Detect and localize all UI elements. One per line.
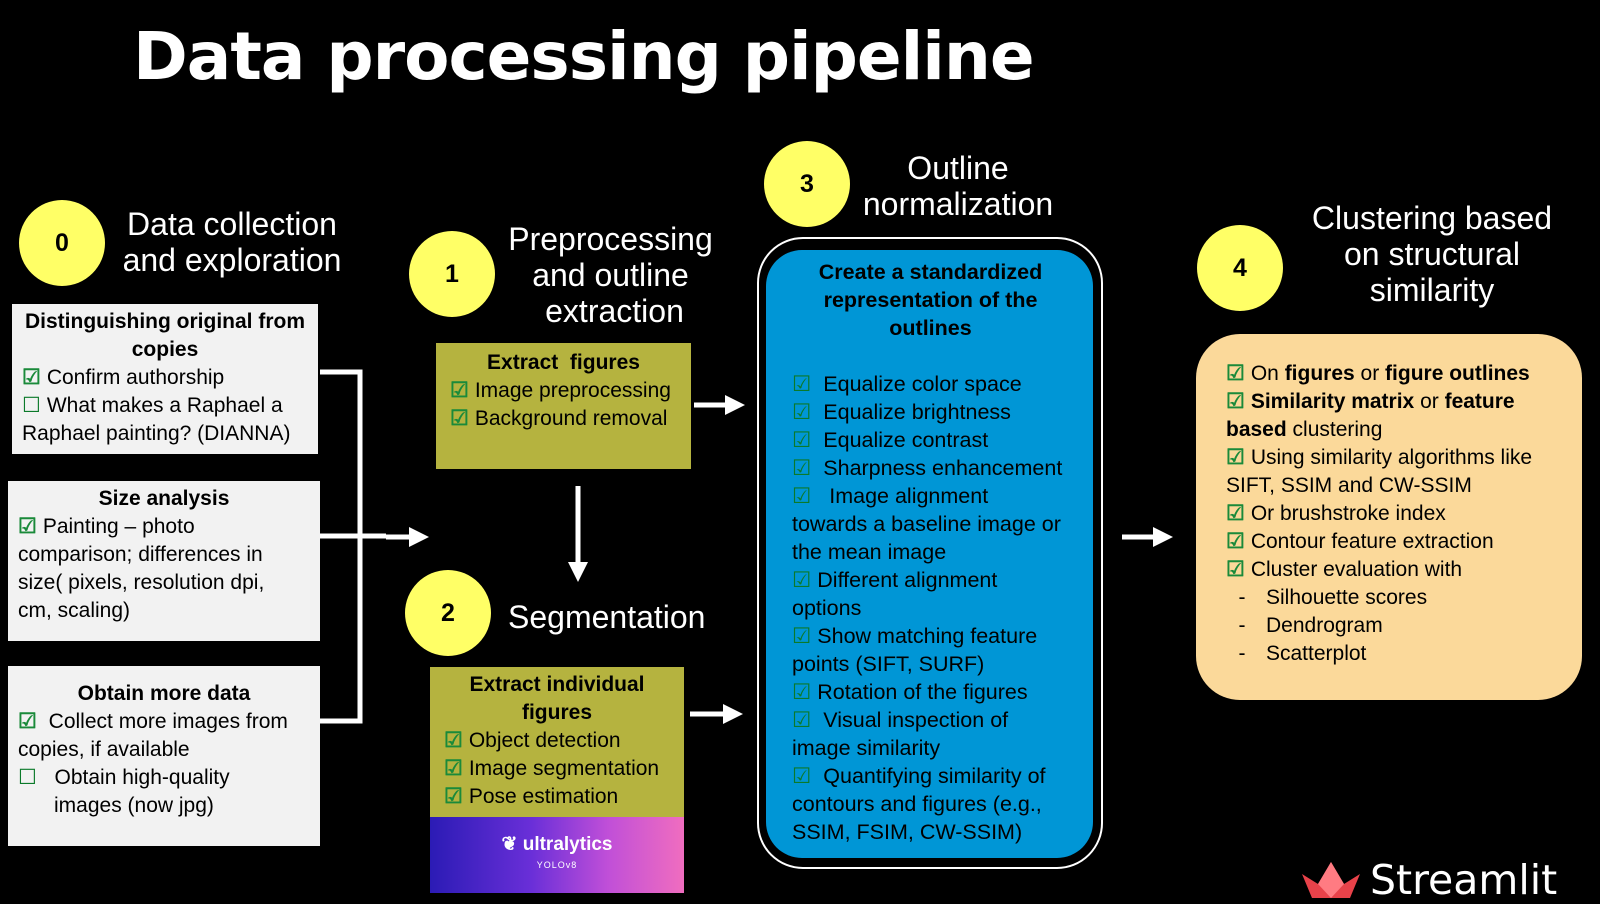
list-item: contours and figures (e.g.,: [792, 792, 1042, 816]
list-item: ☑Background removal: [450, 407, 668, 430]
box-title: Obtain more data: [77, 682, 251, 705]
list-subitem: -Scatterplot: [1238, 642, 1367, 665]
box-extract-figures: Extract figures ☑Image preprocessing ☑Ba…: [436, 343, 691, 469]
list-item: SIFT, SSIM and CW-SSIM: [1226, 474, 1472, 497]
list-item: ☑Cluster evaluation with: [1226, 558, 1463, 581]
list-item: cm, scaling): [18, 599, 131, 622]
list-item: ☑ Equalize color space: [792, 372, 1022, 396]
list-item: ☑ Visual inspection of: [792, 708, 1009, 732]
list-item: ☑ Collect more images from: [18, 710, 288, 733]
box-title: Size analysis: [98, 487, 230, 510]
list-item: size( pixels, resolution dpi,: [18, 571, 265, 594]
step-0-heading: Data collection and exploration: [122, 206, 342, 278]
list-item: copies, if available: [18, 738, 190, 761]
box-standardized-representation: Create a standardized representation of …: [766, 250, 1093, 858]
step-3-heading: Outline normalization: [862, 150, 1054, 222]
list-item: ☑ Sharpness enhancement: [792, 456, 1063, 480]
list-item: comparison; differences in: [18, 543, 263, 566]
list-item: ☑Using similarity algorithms like: [1226, 446, 1533, 469]
list-item: points (SIFT, SURF): [792, 652, 985, 676]
ultralytics-logo-icon: ❦: [501, 834, 523, 855]
page-title: Data processing pipeline: [133, 18, 1035, 95]
list-item: ☑Pose estimation: [444, 785, 619, 808]
list-item: ☐What makes a Raphael a: [22, 394, 283, 417]
list-item: ☑ Equalize contrast: [792, 428, 989, 452]
list-item: ☑Contour feature extraction: [1226, 530, 1494, 553]
step-0-badge: 0: [19, 200, 105, 286]
list-subitem: -Silhouette scores: [1238, 586, 1428, 609]
list-subitem: -Dendrogram: [1238, 614, 1383, 637]
streamlit-brand: Streamlit: [1370, 856, 1558, 904]
box-title: Extract figures: [487, 351, 640, 374]
streamlit-logo-icon: [1302, 862, 1360, 898]
list-item: ☑Painting – photo: [18, 515, 195, 538]
list-item: the mean image: [792, 540, 947, 564]
list-item: ☑Show matching feature: [792, 624, 1038, 648]
box-obtain-more-data: Obtain more data ☑ Collect more images f…: [8, 666, 320, 846]
step-4-badge: 4: [1197, 225, 1283, 311]
list-item: ☑On figures or figure outlines: [1226, 362, 1530, 385]
list-item: based clustering: [1226, 418, 1383, 441]
ultralytics-logo: ❦ ultralytics YOLOv8: [430, 817, 684, 893]
list-item: ☑ Equalize brightness: [792, 400, 1011, 424]
list-item: SSIM, FSIM, CW-SSIM): [792, 820, 1023, 844]
list-item: ☑Image preprocessing: [450, 379, 671, 402]
list-item: images (now jpg): [54, 794, 214, 817]
box-3-outline: [757, 237, 1103, 869]
step-2-badge: 2: [405, 570, 491, 656]
list-item: ☑Object detection: [444, 729, 621, 752]
list-item: ☑Different alignment: [792, 568, 998, 592]
step-1-badge: 1: [409, 231, 495, 317]
list-item: ☑Confirm authorship: [22, 366, 225, 389]
box-extract-individual-figures: Extract individual figures ☑Object detec…: [430, 667, 684, 817]
box-title: Extract individual figures: [469, 673, 645, 724]
list-item: ☑Or brushstroke index: [1226, 502, 1446, 525]
bracket-connector: [320, 369, 363, 724]
box-size-analysis: Size analysis ☑Painting – photo comparis…: [8, 481, 320, 641]
list-item: ☑Rotation of the figures: [792, 680, 1028, 704]
list-item: ☑ Image alignment: [792, 484, 989, 508]
box-title: Create a standardized representation of …: [818, 260, 1043, 340]
list-item: ☑Similarity matrix or feature: [1226, 390, 1515, 413]
list-item: ☐ Obtain high-quality: [18, 766, 230, 789]
step-2-heading: Segmentation: [508, 599, 706, 635]
box-clustering: ☑On figures or figure outlines ☑Similari…: [1196, 334, 1582, 700]
list-item: Raphael painting? (DIANNA): [22, 422, 291, 445]
step-1-heading: Preprocessing and outline extraction: [508, 221, 713, 329]
box-distinguishing-original: Distinguishing original from copies ☑Con…: [12, 304, 318, 454]
list-item: ☑Image segmentation: [444, 757, 660, 780]
box-title: Distinguishing original from copies: [25, 310, 305, 361]
step-3-badge: 3: [764, 141, 850, 227]
list-item: ☑ Quantifying similarity of: [792, 764, 1046, 788]
list-item: image similarity: [792, 736, 941, 760]
step-4-heading: Clustering based on structural similarit…: [1311, 200, 1553, 308]
list-item: options: [792, 596, 862, 620]
list-item: towards a baseline image or: [792, 512, 1061, 536]
